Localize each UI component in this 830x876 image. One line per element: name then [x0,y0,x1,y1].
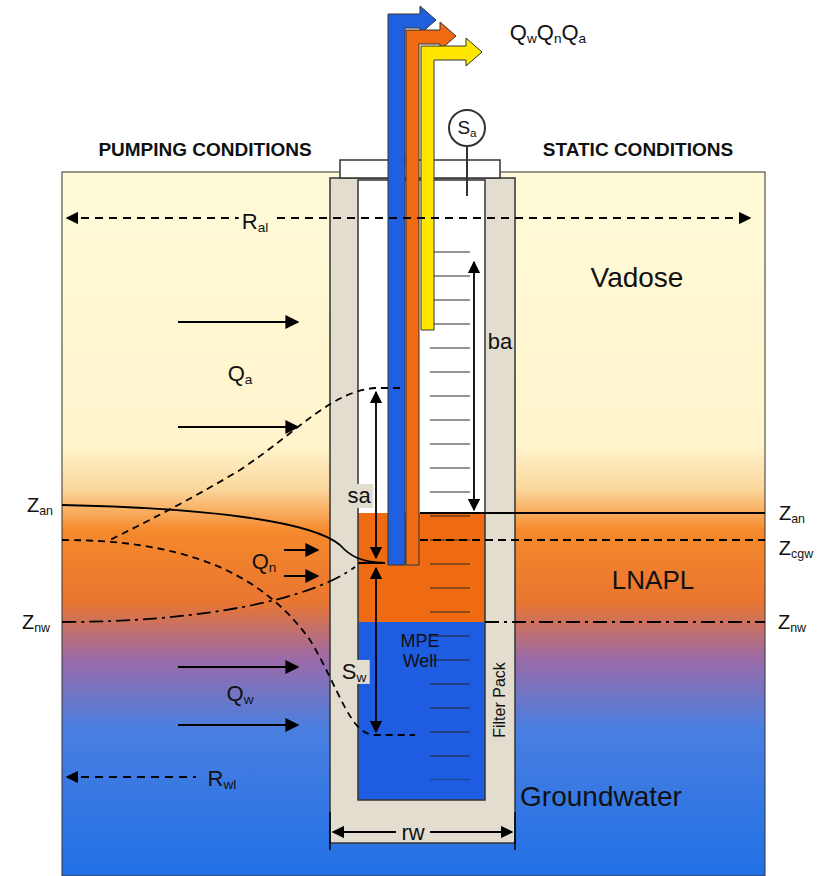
filter-pack-label: Filter Pack [491,662,509,738]
elevation-label: Znw [22,611,50,633]
zone-label: LNAPL [612,566,694,595]
radius-label: Ral [239,210,272,234]
zone-label: Vadose [591,263,684,294]
condition-heading: PUMPING CONDITIONS [98,140,311,161]
dimension-label: ba [488,330,512,354]
radius-label: Rwl [208,767,237,791]
gauge-label: Sa [457,117,476,139]
dimension-label: sa [344,484,373,508]
elevation-label: Znw [778,611,806,633]
flow-label: Qn [252,550,277,574]
dimension-label: rw [401,821,424,845]
elevation-label: Zcgw [779,537,813,559]
dimension-label: Sw [339,660,370,684]
well-label: MPE Well [390,632,450,672]
gauge-circle: Sa [448,109,486,147]
zone-label: Groundwater [520,782,682,813]
elevation-label: Zan [27,494,53,516]
flow-label: Qw [227,682,254,706]
condition-heading: STATIC CONDITIONS [543,140,733,161]
flow-label: QwQnQa [510,21,586,45]
elevation-label: Zan [779,502,805,524]
flow-label: Qa [228,362,253,386]
